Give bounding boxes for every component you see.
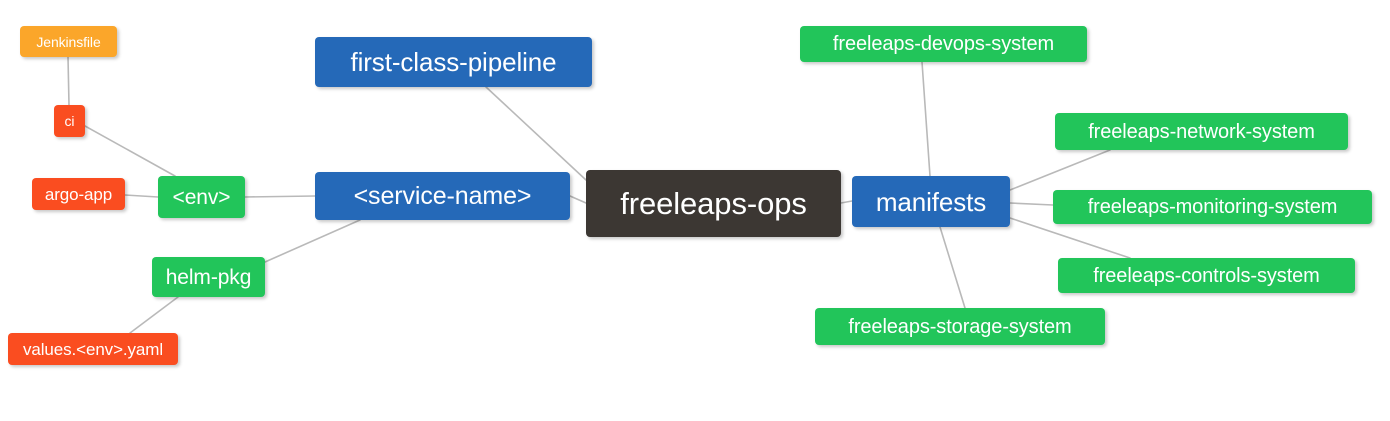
edge-ci-to-jenkinsfile — [67, 56, 70, 106]
node-values-env-yaml[interactable]: values.<env>.yaml — [8, 333, 178, 365]
node-freeleaps-devops-system[interactable]: freeleaps-devops-system — [800, 26, 1087, 62]
node-freeleaps-network-system[interactable]: freeleaps-network-system — [1055, 113, 1348, 150]
node-ci[interactable]: ci — [54, 105, 85, 137]
edge-manifests-to-freeleaps-devops-system — [921, 61, 931, 177]
edge-env-to-argo-app — [124, 194, 159, 198]
edge-manifests-to-freeleaps-controls-system — [1009, 217, 1131, 259]
edge-service-name-to-helm-pkg — [264, 219, 361, 263]
node-service-name[interactable]: <service-name> — [315, 172, 570, 220]
node-manifests[interactable]: manifests — [852, 176, 1010, 227]
node-first-class-pipeline[interactable]: first-class-pipeline — [315, 37, 592, 87]
edge-manifests-to-freeleaps-network-system — [1009, 149, 1111, 191]
edge-manifests-to-freeleaps-storage-system — [939, 226, 966, 309]
edge-freeleaps-ops-to-manifests — [840, 200, 853, 204]
node-helm-pkg[interactable]: helm-pkg — [152, 257, 265, 297]
node-freeleaps-controls-system[interactable]: freeleaps-controls-system — [1058, 258, 1355, 293]
node-freeleaps-monitoring-system[interactable]: freeleaps-monitoring-system — [1053, 190, 1372, 224]
edge-freeleaps-ops-to-first-class-pipeline — [485, 86, 587, 181]
edge-helm-pkg-to-values-env-yaml — [129, 296, 179, 334]
node-jenkinsfile[interactable]: Jenkinsfile — [20, 26, 117, 57]
node-env[interactable]: <env> — [158, 176, 245, 218]
node-freeleaps-storage-system[interactable]: freeleaps-storage-system — [815, 308, 1105, 345]
edge-manifests-to-freeleaps-monitoring-system — [1009, 202, 1054, 206]
edge-env-to-ci — [84, 125, 176, 177]
edge-service-name-to-env — [244, 195, 316, 198]
edge-freeleaps-ops-to-service-name — [569, 195, 587, 204]
node-argo-app[interactable]: argo-app — [32, 178, 125, 210]
node-freeleaps-ops[interactable]: freeleaps-ops — [586, 170, 841, 237]
